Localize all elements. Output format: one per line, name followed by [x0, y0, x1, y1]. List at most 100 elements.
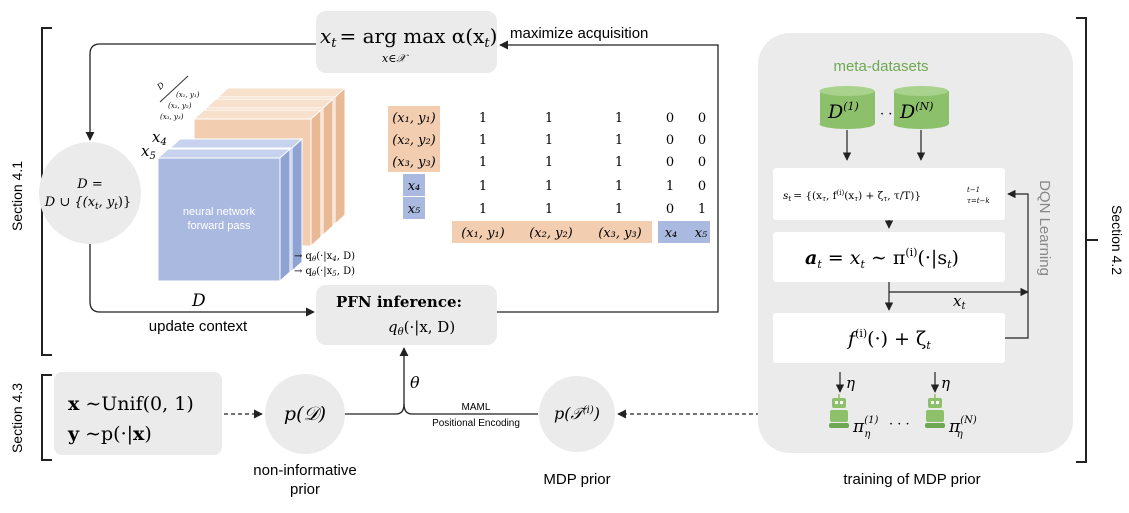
action-formula: at = xt ∼ π(i)(·|st): [805, 246, 959, 271]
pd-formula: p(𝒟): [284, 403, 326, 425]
matrix-cell: 0: [666, 202, 674, 217]
eta-label-1: η: [846, 374, 855, 392]
mdp-training-caption: training of MDP prior: [843, 471, 980, 488]
matrix-cell: 1: [545, 202, 553, 217]
context-line-2: D ∪ {(xt, yt)}: [44, 195, 131, 212]
output-q-x5: → qθ(·|x5, D): [294, 266, 355, 278]
matrix-row-label-3: (x₃, y₃): [392, 155, 436, 170]
matrix-cell: 0: [666, 155, 674, 170]
xt-label: xt: [953, 292, 966, 312]
layer-x4-label: x4: [152, 128, 167, 148]
update-context-label: update context: [149, 318, 248, 335]
matrix-cell: 1: [615, 179, 623, 194]
f-box: [773, 313, 1005, 363]
matrix-cell: 1: [479, 111, 487, 126]
matrix-row-label-1: (x₁, y₁): [392, 111, 436, 126]
state-lower-limit: τ=t−k: [967, 197, 990, 205]
layer-x5-label: x5: [141, 142, 156, 162]
nn-stack: [156, 86, 347, 283]
matrix-cell: 1: [545, 133, 553, 148]
stack-d-tag: D: [155, 80, 167, 92]
matrix-col-label-2: (x₂, y₂): [529, 226, 573, 241]
acquisition-formula: xt= arg max α(xt): [320, 24, 497, 51]
f-formula: f(i)(·) + ζt: [846, 327, 931, 352]
matrix-rowlabel-bg-4: [403, 174, 425, 196]
matrix-rowlabel-bg-1: [388, 106, 440, 128]
matrix-cell: 1: [615, 111, 623, 126]
section-4-2-label: Section 4.2: [1109, 205, 1125, 275]
matrix-cell: 1: [479, 202, 487, 217]
pt-caption: MDP prior: [543, 471, 610, 488]
state-box: [773, 168, 1005, 220]
edge-pd-to-pfn: [345, 347, 409, 415]
stack-d-tags: D (x₁, y₁) (x₂, y₂) (x₃, y₃): [155, 75, 200, 121]
stack-tag-2: (x₂, y₂): [168, 102, 192, 110]
argmax-subscript: x∈𝒳: [382, 52, 409, 65]
pi-dots: · · ·: [889, 417, 910, 432]
prior-y-line: y ∼p(·|x): [67, 423, 152, 445]
matrix-cell: 1: [479, 155, 487, 170]
matrix-col-label-1: (x₁, y₁): [461, 226, 505, 241]
matrix-cell: 0: [698, 179, 706, 194]
matrix-cell: 0: [698, 155, 706, 170]
maml-label: MAML: [462, 402, 491, 413]
matrix-cell: 0: [698, 133, 706, 148]
matrix-row-label-2: (x₂, y₂): [392, 133, 436, 148]
matrix-cell: 1: [479, 179, 487, 194]
matrix-rowlabel-bg-2: [388, 128, 440, 150]
matrix-cell: 1: [615, 133, 623, 148]
context-node: [39, 142, 141, 244]
acquisition-box: [316, 11, 497, 73]
edge-dqn-loop: [1005, 189, 1029, 339]
prior-box: [54, 372, 222, 455]
positional-encoding-label: Positional Encoding: [432, 418, 520, 429]
prior-x-line: x ∼Unif(0, 1): [68, 393, 194, 415]
matrix-cell: 1: [545, 155, 553, 170]
dataset-cylinder-n: [893, 86, 949, 129]
matrix-cell: 1: [545, 111, 553, 126]
action-box: [773, 232, 1005, 282]
edge-d-label: D: [191, 291, 206, 311]
robot-icon: [829, 394, 849, 428]
section-4-1-label: Section 4.1: [9, 161, 25, 231]
matrix-col-label-3: (x₃, y₃): [598, 226, 642, 241]
matrix-row-label-4: x₄: [408, 179, 421, 194]
nn-label-2: forward pass: [188, 220, 251, 232]
edge-pfn-to-acquisition: [497, 40, 719, 313]
pd-caption-1: non-informative: [253, 462, 356, 479]
output-q-x4: → qθ(·|x4, D): [294, 251, 355, 263]
pt-node: [539, 376, 615, 452]
pfn-title: PFN inference:: [336, 293, 462, 311]
eta-label-2: η: [941, 374, 950, 392]
matrix-collabel-bg-45: [658, 221, 710, 243]
stack-tag-1: (x₁, y₁): [176, 91, 200, 99]
pt-formula: p(𝒯(i)): [554, 404, 600, 423]
matrix-collabel-bg-123: [452, 221, 652, 243]
matrix-col-label-5: x₅: [695, 226, 708, 241]
dqn-learning-label: DQN Learning: [1036, 180, 1053, 276]
pi-1: π(1)η: [852, 415, 878, 440]
edge-context-to-pfn: [89, 244, 315, 317]
dataset-dn: D(N): [899, 100, 933, 123]
theta-label: θ: [410, 373, 420, 392]
edge-acquisition-to-context: [85, 43, 316, 141]
pfn-inference-box: [316, 285, 497, 345]
pfn-formula: qθ(·|x, D): [388, 318, 455, 338]
meta-datasets-label: meta-datasets: [833, 58, 928, 75]
matrix-cell: 1: [615, 202, 623, 217]
nn-label-1: neural network: [183, 206, 256, 218]
maximize-acquisition-label: maximize acquisition: [510, 25, 648, 42]
matrix-cell: 0: [698, 111, 706, 126]
context-line-1: D =: [76, 177, 102, 192]
matrix-cell: 1: [698, 202, 706, 217]
robot-icon: [925, 394, 945, 428]
dataset-d1: D(1): [827, 100, 859, 123]
section-4-3-label: Section 4.3: [9, 383, 25, 453]
stack-tag-3: (x₃, y₃): [160, 113, 184, 121]
matrix-rowlabel-bg-3: [388, 150, 440, 172]
matrix-cell: 1: [666, 179, 674, 194]
nn-layer-blue-2: [156, 147, 292, 283]
attention-mask-matrix: (x₁, y₁) (x₂, y₂) (x₃, y₃) x₄ x₅ 1 1 1 0…: [388, 106, 710, 243]
matrix-cell: 1: [545, 179, 553, 194]
